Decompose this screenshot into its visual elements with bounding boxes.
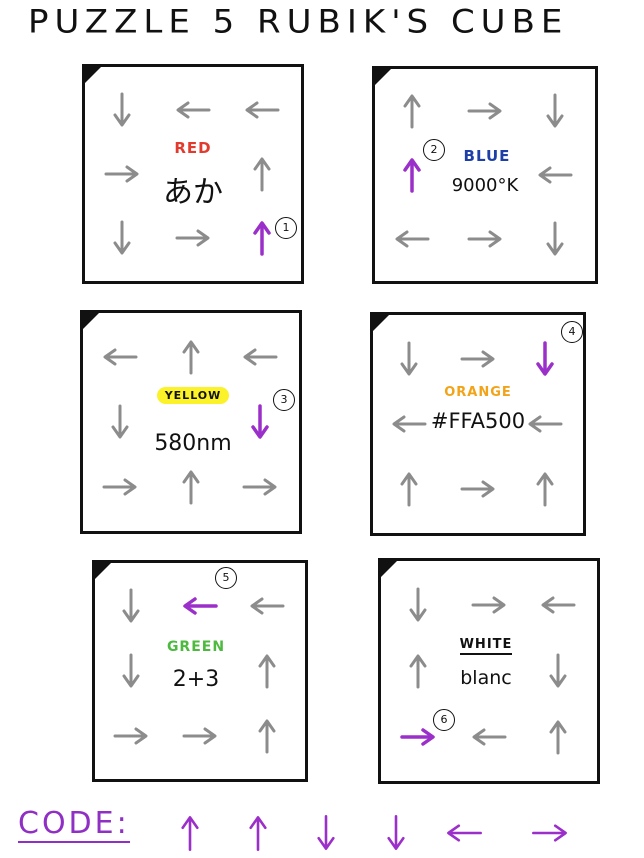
highlighted-arrow-right-icon bbox=[394, 713, 442, 761]
arrow-down-icon bbox=[531, 87, 579, 135]
highlighted-arrow-down-icon bbox=[236, 398, 284, 446]
arrow-down-icon bbox=[98, 86, 146, 134]
arrow-right-icon bbox=[454, 465, 502, 513]
arrow-down-icon bbox=[98, 214, 146, 262]
arrow-down-icon bbox=[534, 647, 582, 695]
color-name: YELLOW bbox=[145, 387, 241, 404]
step-marker: 2 bbox=[423, 139, 445, 161]
color-value: #FFA500 bbox=[430, 409, 526, 433]
corner-mark bbox=[375, 69, 391, 85]
arrow-right-icon bbox=[169, 214, 217, 262]
corner-mark bbox=[95, 563, 111, 579]
white-underline: WHITE bbox=[459, 637, 513, 655]
arrow-up-icon bbox=[167, 463, 215, 511]
arrow-left-icon bbox=[238, 86, 286, 134]
arrow-left-icon bbox=[531, 151, 579, 199]
arrow-up-icon bbox=[238, 150, 286, 198]
arrow-right-icon bbox=[176, 712, 224, 760]
arrow-down-icon bbox=[385, 335, 433, 383]
highlighted-arrow-up-icon bbox=[388, 151, 436, 199]
arrow-left-icon bbox=[534, 581, 582, 629]
arrow-right-icon bbox=[461, 215, 509, 263]
code-arrow-down-icon bbox=[301, 808, 351, 858]
panel-blue: BLUE 9000°K 2 bbox=[372, 66, 598, 284]
corner-mark bbox=[381, 561, 397, 577]
color-value: 580nm bbox=[154, 431, 232, 456]
panel-green: GREEN 2+3 5 bbox=[92, 560, 308, 782]
arrow-left-icon bbox=[243, 582, 291, 630]
arrow-left-icon bbox=[465, 713, 513, 761]
code-arrow-up-icon bbox=[165, 808, 215, 858]
arrow-right-icon bbox=[465, 581, 513, 629]
step-marker: 3 bbox=[273, 389, 295, 411]
step-marker: 1 bbox=[275, 217, 297, 239]
highlighted-arrow-left-icon bbox=[176, 582, 224, 630]
puzzle-title: PUZZLE 5 RUBIK'S CUBE bbox=[28, 3, 569, 41]
color-name: BLUE bbox=[463, 147, 511, 165]
highlighted-arrow-up-icon bbox=[238, 214, 286, 262]
panel-yellow: YELLOW 580nm 3 bbox=[80, 310, 302, 534]
color-name: ORANGE bbox=[444, 385, 512, 400]
arrow-down-icon bbox=[96, 398, 144, 446]
arrow-up-icon bbox=[167, 333, 215, 381]
arrow-right-icon bbox=[98, 150, 146, 198]
panel-orange: ORANGE #FFA500 4 bbox=[370, 312, 586, 536]
arrow-up-icon bbox=[534, 713, 582, 761]
arrow-left-icon bbox=[96, 333, 144, 381]
step-marker: 6 bbox=[433, 709, 455, 731]
arrow-up-icon bbox=[521, 465, 569, 513]
color-name: WHITE bbox=[431, 637, 541, 655]
arrow-right-icon bbox=[454, 335, 502, 383]
arrow-right-icon bbox=[236, 463, 284, 511]
panel-red: RED あか 1 bbox=[82, 64, 304, 284]
step-marker: 4 bbox=[561, 321, 583, 343]
step-marker: 5 bbox=[215, 567, 237, 589]
arrow-down-icon bbox=[394, 581, 442, 629]
corner-mark bbox=[83, 313, 99, 329]
yellow-highlight: YELLOW bbox=[156, 387, 230, 404]
arrow-up-icon bbox=[394, 647, 442, 695]
arrow-up-icon bbox=[243, 647, 291, 695]
color-value: 9000°K bbox=[451, 175, 519, 196]
color-name: GREEN bbox=[166, 639, 226, 655]
arrow-down-icon bbox=[107, 582, 155, 630]
highlighted-arrow-down-icon bbox=[521, 335, 569, 383]
arrow-left-icon bbox=[385, 400, 433, 448]
arrow-left-icon bbox=[521, 400, 569, 448]
arrow-right-icon bbox=[107, 712, 155, 760]
arrow-left-icon bbox=[169, 86, 217, 134]
corner-mark bbox=[373, 315, 389, 331]
arrow-up-icon bbox=[388, 87, 436, 135]
arrow-left-icon bbox=[236, 333, 284, 381]
color-name: RED bbox=[174, 139, 212, 157]
code-arrow-right-icon bbox=[525, 808, 575, 858]
code-label: CODE: bbox=[18, 806, 130, 843]
code-arrow-left-icon bbox=[439, 808, 489, 858]
arrow-right-icon bbox=[96, 463, 144, 511]
color-value: あか bbox=[163, 175, 223, 210]
code-arrow-down-icon bbox=[371, 808, 421, 858]
arrow-left-icon bbox=[388, 215, 436, 263]
color-value: blanc bbox=[460, 667, 512, 689]
panel-white: WHITE blanc 6 bbox=[378, 558, 600, 784]
arrow-down-icon bbox=[531, 215, 579, 263]
corner-mark bbox=[85, 67, 101, 83]
arrow-up-icon bbox=[243, 712, 291, 760]
arrow-right-icon bbox=[461, 87, 509, 135]
arrow-up-icon bbox=[385, 465, 433, 513]
color-value: 2+3 bbox=[172, 667, 220, 692]
arrow-down-icon bbox=[107, 647, 155, 695]
code-arrow-up-icon bbox=[233, 808, 283, 858]
